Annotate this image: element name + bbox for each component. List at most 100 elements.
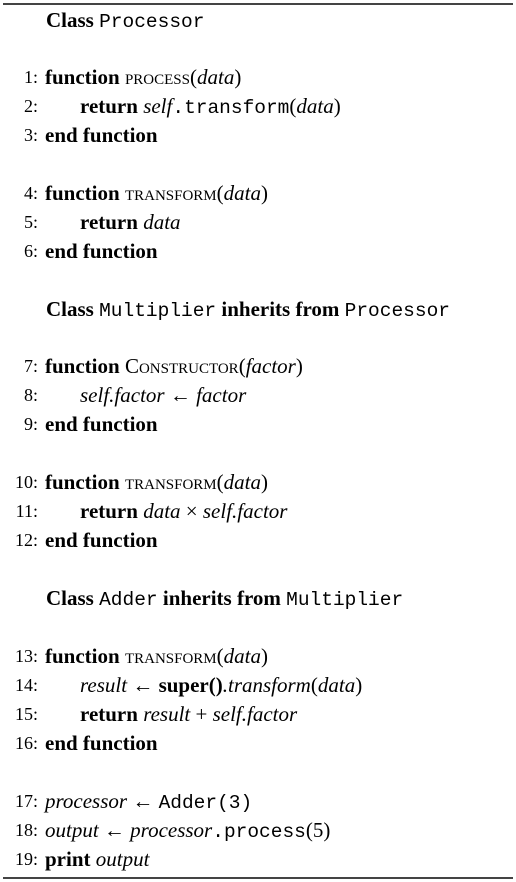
code-line-7: 7: function Constructor(factor) <box>0 352 516 381</box>
self-var: self <box>143 94 173 118</box>
processor-var: processor <box>45 789 128 813</box>
function-name: transform <box>124 644 217 668</box>
code-line-16: 16: end function <box>0 729 516 758</box>
line-number: 8: <box>23 385 38 405</box>
arg: data <box>296 94 334 118</box>
code-line-13: 13: function transform(data) <box>0 642 516 671</box>
super-keyword: super <box>158 673 209 697</box>
attr-name: factor <box>114 383 165 407</box>
function-keyword: function <box>45 181 120 205</box>
line-number: 9: <box>23 414 38 434</box>
parent-class-name: Processor <box>344 300 450 322</box>
code-line-9: 9: end function <box>0 410 516 439</box>
parent-class-name: Multiplier <box>286 589 404 611</box>
line-number: 17: <box>14 791 38 811</box>
code-line-12: 12: end function <box>0 526 516 555</box>
line-number: 12: <box>14 530 38 550</box>
param: factor <box>245 354 296 378</box>
self-var: self <box>212 702 242 726</box>
attr-name: factor <box>247 702 298 726</box>
function-name: transform <box>124 470 217 494</box>
param: data <box>223 470 261 494</box>
end-function-keyword: end function <box>45 528 158 552</box>
end-function-keyword: end function <box>45 239 158 263</box>
code-line-17: 17: processor ← Adder(3) <box>0 787 516 816</box>
top-rule <box>3 3 513 5</box>
line-number: 3: <box>23 125 38 145</box>
plus-symbol: + <box>195 702 208 726</box>
output-var: output <box>95 847 150 871</box>
line-number: 1: <box>23 67 38 87</box>
return-keyword: return <box>80 210 138 234</box>
self-var: self <box>202 499 233 523</box>
param: data <box>223 644 261 668</box>
function-keyword: function <box>45 644 120 668</box>
print-keyword: print <box>45 847 91 871</box>
line-number: 14: <box>14 675 38 695</box>
method-name: transform <box>184 97 290 119</box>
return-keyword: return <box>80 499 138 523</box>
function-keyword: function <box>45 354 120 378</box>
code-line-8: 8: self.factor ← factor <box>0 381 516 410</box>
line-number: 7: <box>23 356 38 376</box>
param: data <box>223 181 261 205</box>
code-line-4: 4: function transform(data) <box>0 179 516 208</box>
assigned-value: factor <box>196 383 247 407</box>
attr-name: factor <box>237 499 288 523</box>
code-line-6: 6: end function <box>0 237 516 266</box>
line-number: 16: <box>14 733 38 753</box>
class-header-processor: Class Processor <box>0 6 516 35</box>
code-line-19: 19: print output <box>0 845 516 874</box>
line-number: 6: <box>23 241 38 261</box>
method-name: transform <box>228 673 311 697</box>
line-number: 11: <box>15 501 38 521</box>
code-line-5: 5: return data <box>0 208 516 237</box>
class-header-multiplier: Class Multiplier inherits from Processor <box>0 295 516 324</box>
function-name: process <box>124 65 190 89</box>
arg: data <box>317 673 356 697</box>
function-keyword: function <box>45 65 120 89</box>
assign-arrow: ← <box>103 818 125 842</box>
line-number: 4: <box>23 183 38 203</box>
code-line-3: 3: end function <box>0 121 516 150</box>
function-name: Constructor <box>124 354 239 378</box>
assign-arrow: ← <box>132 673 154 697</box>
code-line-10: 10: function transform(data) <box>0 468 516 497</box>
self-var: self <box>80 383 110 407</box>
output-var: output <box>45 818 99 842</box>
class-keyword: Class <box>46 586 94 610</box>
assign-arrow: ← <box>132 789 154 813</box>
times-symbol: × <box>185 499 198 523</box>
line-number: 15: <box>14 704 38 724</box>
constructor-call: Adder(3) <box>158 792 253 814</box>
line-number: 2: <box>23 96 38 116</box>
class-header-adder: Class Adder inherits from Multiplier <box>0 584 516 613</box>
result-var: result <box>80 673 128 697</box>
class-name: Adder <box>99 589 158 611</box>
assign-arrow: ← <box>169 383 191 407</box>
class-keyword: Class <box>46 8 94 32</box>
line-number: 13: <box>14 646 38 666</box>
code-line-18: 18: output ← processor.process(5) <box>0 816 516 845</box>
bottom-rule <box>3 877 513 879</box>
return-value: data <box>143 210 181 234</box>
end-function-keyword: end function <box>45 412 158 436</box>
line-number: 10: <box>14 472 38 492</box>
operand: data <box>143 499 181 523</box>
inherits-keyword: inherits from <box>162 586 281 610</box>
line-number: 19: <box>14 849 38 869</box>
class-name: Processor <box>99 11 205 33</box>
code-line-1: 1: function process(data) <box>0 63 516 92</box>
class-keyword: Class <box>46 297 94 321</box>
end-function-keyword: end function <box>45 123 158 147</box>
param: data <box>196 65 235 89</box>
function-name: transform <box>124 181 217 205</box>
end-function-keyword: end function <box>45 731 158 755</box>
code-line-2: 2: return self.transform(data) <box>0 92 516 121</box>
code-line-15: 15: return result + self.factor <box>0 700 516 729</box>
operand: result <box>143 702 191 726</box>
function-keyword: function <box>45 470 120 494</box>
code-line-11: 11: return data × self.factor <box>0 497 516 526</box>
class-name: Multiplier <box>99 300 217 322</box>
method-name: process <box>223 821 306 843</box>
